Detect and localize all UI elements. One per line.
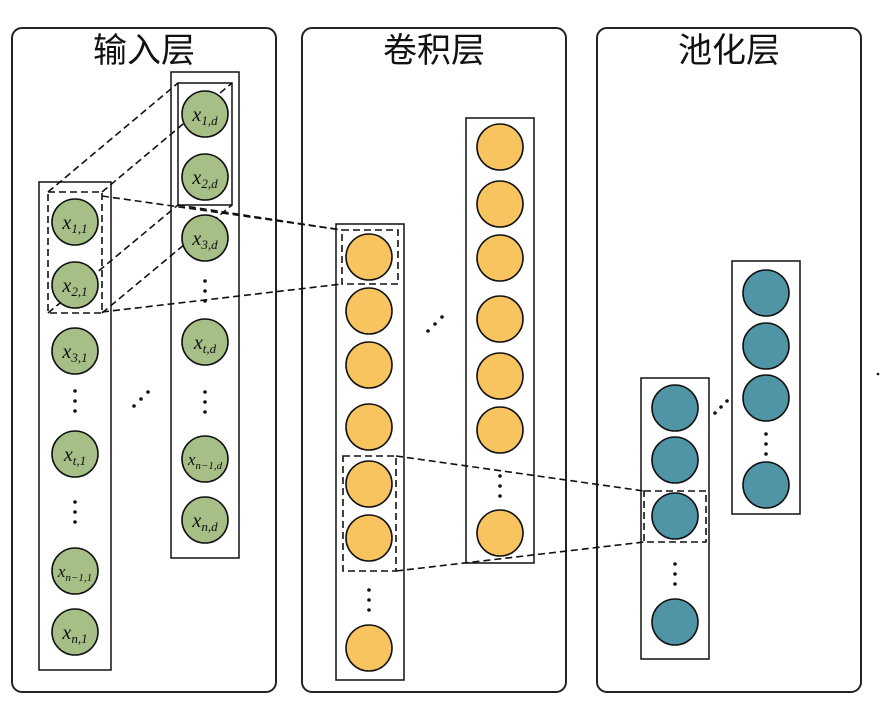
- pool-node: [742, 374, 790, 422]
- pool-node: [651, 598, 699, 646]
- input-node: [181, 318, 229, 366]
- pool-node: [651, 436, 699, 484]
- pool-node: [651, 492, 699, 540]
- conv-node: [345, 624, 393, 672]
- pool-node: [651, 384, 699, 432]
- pool-column-2: [731, 260, 801, 515]
- input-column-1: [38, 181, 112, 671]
- conv-node: [476, 352, 524, 400]
- input-node: [51, 547, 99, 595]
- node-label: x3,1: [61, 341, 87, 365]
- ellipsis-diagonal: [426, 315, 444, 333]
- input-node: [181, 153, 229, 201]
- ellipsis-vertical: [203, 390, 207, 414]
- conv-node: [476, 406, 524, 454]
- conv-output-window: [341, 229, 399, 285]
- input-node: [181, 214, 229, 262]
- conv-node: [345, 233, 393, 281]
- node-label: xn−1,d: [187, 450, 223, 472]
- input-column-2-nodes: [181, 90, 229, 544]
- pool-layer-title: 池化层: [678, 31, 780, 71]
- dashed-link: [101, 283, 343, 313]
- conv-column-1: [335, 223, 405, 681]
- input-filter-window-2: [177, 82, 233, 206]
- node-label: x3,d: [191, 228, 218, 252]
- node-label: xn−1,1: [57, 562, 92, 584]
- node-label: xn,1: [61, 622, 87, 646]
- dashed-link: [177, 204, 343, 231]
- conv-node: [476, 180, 524, 228]
- node-label: xt,d: [193, 332, 217, 356]
- node-label: x1,1: [61, 212, 87, 236]
- input-layer-title: 输入层: [93, 31, 195, 71]
- node-label: xt,1: [63, 444, 86, 468]
- ellipsis-vertical: [498, 474, 502, 498]
- ellipsis-vertical: [73, 500, 77, 524]
- conv-layer-panel: [301, 27, 567, 693]
- input-node: [51, 327, 99, 375]
- pool-layer-panel: [596, 27, 862, 693]
- input-node: [181, 435, 229, 483]
- dashed-link: [101, 204, 233, 314]
- conv-node: [345, 403, 393, 451]
- node-label: xn,d: [191, 510, 218, 534]
- input-filter-window-1: [47, 191, 103, 314]
- pool-output-window: [643, 490, 707, 543]
- ellipsis-diagonal: [713, 399, 729, 415]
- ellipsis-vertical: [73, 389, 77, 413]
- node-label: x2,d: [191, 167, 218, 191]
- conv-node: [476, 509, 524, 557]
- ellipsis-vertical: [673, 562, 677, 586]
- dashed-link: [47, 82, 179, 193]
- input-column-2: [170, 71, 240, 559]
- conv-node: [345, 287, 393, 335]
- conv-column-2: [465, 117, 535, 564]
- pool-column-1-nodes: [651, 384, 699, 646]
- input-column-1-nodes: [51, 198, 99, 656]
- dashed-link: [395, 541, 645, 572]
- pool-column-1: [640, 377, 710, 660]
- dashed-link: [395, 455, 645, 492]
- ellipsis-vertical: [203, 279, 207, 303]
- pool-node: [742, 269, 790, 317]
- dashed-link: [101, 82, 233, 193]
- stray-dot: [876, 372, 880, 376]
- node-label: x2,1: [61, 275, 87, 299]
- conv-node: [476, 234, 524, 282]
- input-node: [181, 90, 229, 138]
- input-node: [51, 608, 99, 656]
- input-node: [51, 198, 99, 246]
- ellipsis-vertical: [764, 432, 768, 456]
- pool-column-2-nodes: [742, 269, 790, 509]
- input-node: [51, 261, 99, 309]
- input-column-1-labels: x1,1 x2,1 x3,1 xt,1 xn−1,1 xn,1: [57, 212, 92, 646]
- conv-pool-window: [342, 455, 397, 572]
- input-node: [181, 496, 229, 544]
- input-layer-panel: [11, 27, 277, 693]
- conv-node: [345, 341, 393, 389]
- pool-node: [742, 322, 790, 370]
- pool-node: [742, 461, 790, 509]
- conv-column-2-nodes: [476, 123, 524, 557]
- ellipsis-diagonal: [132, 390, 150, 408]
- conv-node: [476, 123, 524, 171]
- conv-node: [345, 514, 393, 562]
- ellipsis-vertical: [367, 588, 371, 612]
- input-column-2-labels: x1,d x2,d x3,d xt,d xn−1,d xn,d: [187, 104, 223, 534]
- conv-column-1-nodes: [345, 233, 393, 672]
- input-node: [51, 430, 99, 478]
- node-label: x1,d: [191, 104, 218, 128]
- conv-layer-title: 卷积层: [383, 31, 485, 71]
- conv-node: [476, 295, 524, 343]
- conv-node: [345, 460, 393, 508]
